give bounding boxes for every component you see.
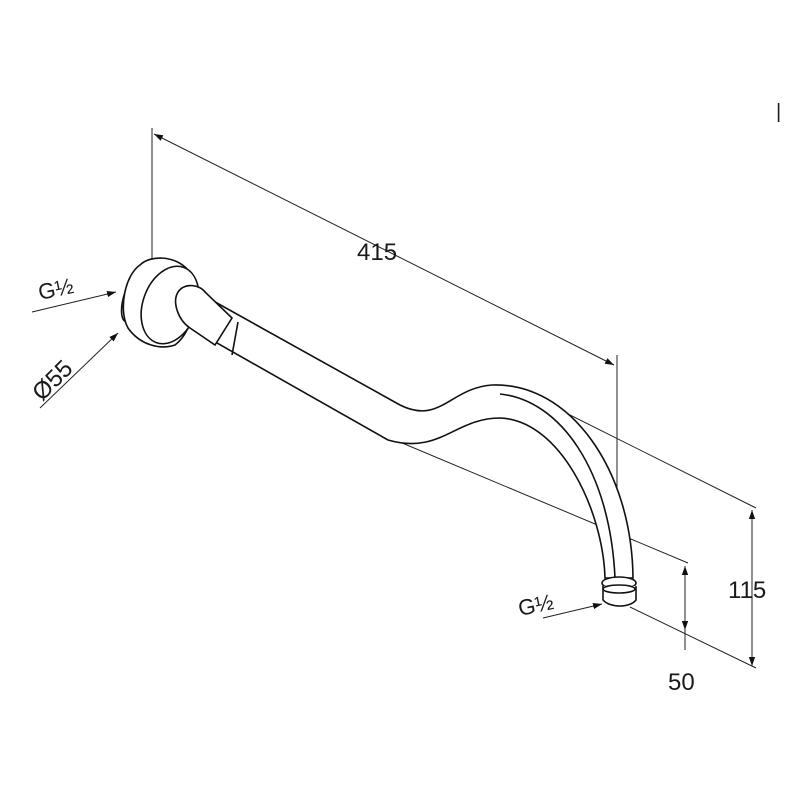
shower-arm: [120, 257, 637, 607]
dimension-line-415: [153, 133, 615, 366]
length-label: 415: [357, 239, 397, 266]
margin-marker: |: [776, 101, 781, 123]
inlet-thread-label: G½: [36, 273, 76, 305]
height-outlet-label: 50: [668, 669, 695, 696]
flange-diameter-label: Ø55: [27, 355, 78, 406]
leaders: [31, 291, 603, 619]
height-total-label: 115: [728, 577, 766, 604]
